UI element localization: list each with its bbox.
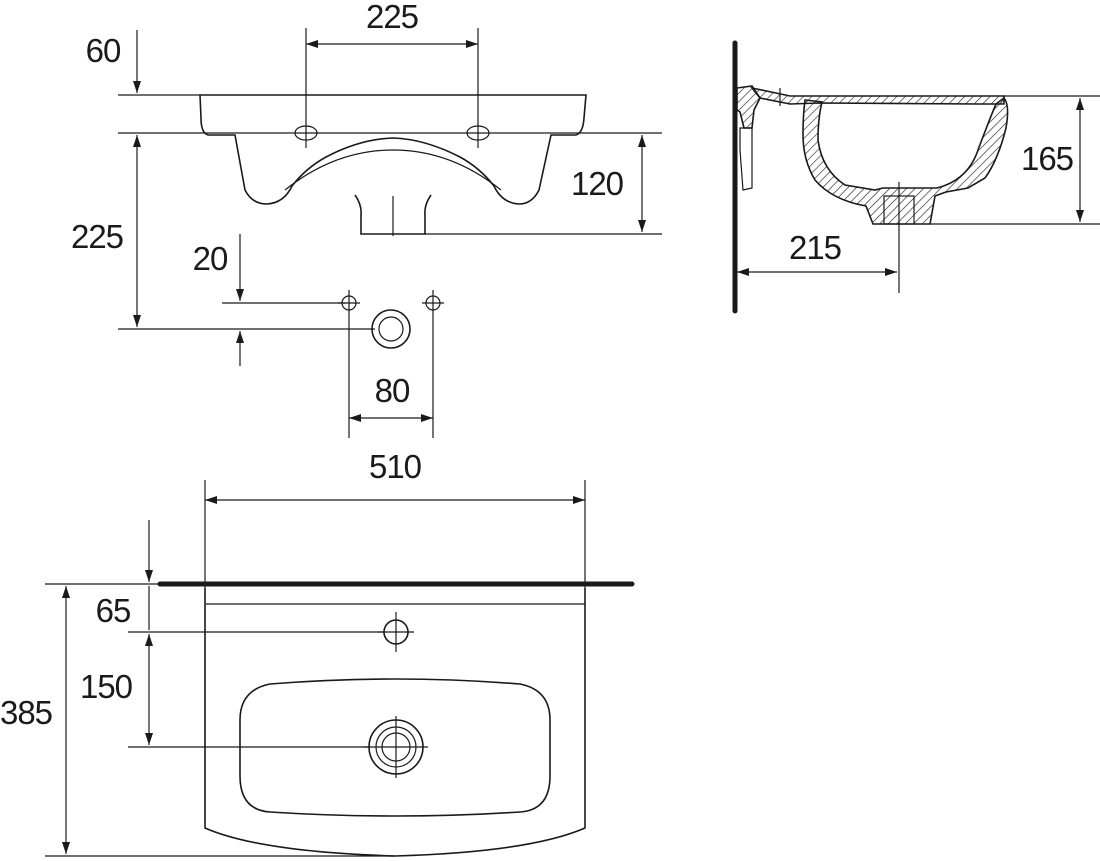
label-top-depth: 385 [0, 694, 52, 731]
label-side-drain-projection: 215 [789, 229, 841, 266]
label-front-tap-spacing: 225 [366, 0, 418, 35]
label-front-top-thickness: 60 [86, 32, 121, 69]
label-top-drain-offset: 150 [80, 668, 133, 705]
top-drain [364, 716, 428, 778]
top-bowl-outline [239, 678, 551, 817]
side-wall-bracket-lower [739, 127, 753, 191]
label-wall-hole-spacing: 80 [375, 372, 410, 409]
side-section-view: 165 215 [732, 40, 1100, 314]
side-top-rim [749, 86, 1005, 105]
label-side-height: 165 [1021, 140, 1073, 177]
side-bowl-section [802, 96, 1009, 225]
front-basin-outline [199, 94, 587, 205]
label-top-width: 510 [369, 448, 422, 485]
label-top-tap-offset: 65 [96, 592, 131, 629]
label-wall-offset: 20 [193, 240, 228, 277]
label-front-depth-to-drain: 120 [571, 165, 624, 202]
wall-hole-right [422, 290, 444, 438]
top-view: 510 65 150 385 [0, 448, 635, 857]
front-view: 225 60 225 120 20 80 [71, 0, 662, 438]
front-bowl-arch [284, 149, 502, 191]
label-front-total-height: 225 [71, 218, 123, 255]
wall-drain-outlet [371, 309, 411, 349]
wall-hole-left [338, 290, 360, 438]
